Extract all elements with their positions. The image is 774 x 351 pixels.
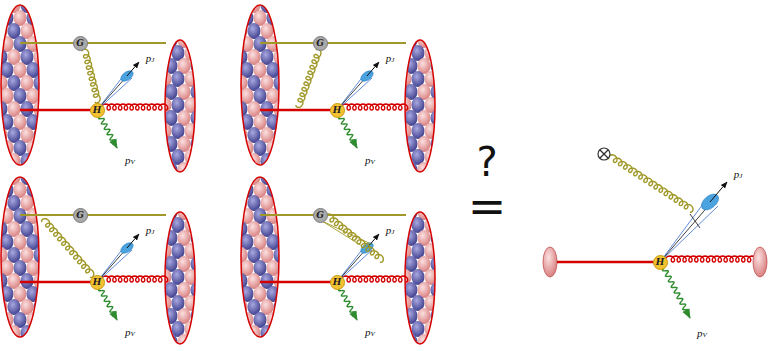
vertex-label: H [656, 258, 665, 267]
ellipse-shape [543, 247, 557, 277]
glauber-vertex: G [73, 36, 88, 51]
hard-vertex: H [90, 275, 105, 290]
momentum-label: pJ [145, 53, 156, 64]
vertex-label: G [316, 211, 324, 220]
hard-vertex: H [330, 103, 345, 118]
vertex-label: G [316, 39, 324, 48]
line-shape [710, 182, 727, 202]
use-shape [235, 169, 444, 350]
gluon-stroke [325, 214, 383, 262]
line-shape [660, 204, 703, 262]
use-shape [235, 0, 444, 178]
vertex-label: H [333, 278, 342, 287]
hard-vertex: H [90, 103, 105, 118]
gluon-stroke [665, 256, 756, 262]
momentum-label: pV [364, 155, 376, 166]
vertex-label: H [333, 106, 342, 115]
glauber-vertex: G [313, 36, 328, 51]
momentum-label: pV [696, 328, 708, 339]
glauber-vertex: G [313, 208, 328, 223]
gluon-stroke [42, 219, 94, 278]
vertex-label: G [76, 211, 84, 220]
momentum-label: pV [124, 155, 136, 166]
momentum-label: pV [364, 327, 376, 338]
line-shape [600, 150, 608, 158]
use-shape [0, 169, 204, 350]
line-shape [690, 214, 700, 228]
gluon-connector [82, 49, 100, 103]
vertex-label: H [93, 278, 102, 287]
momentum-label: pJ [145, 225, 156, 236]
use-shape [0, 0, 204, 178]
line-shape [600, 150, 608, 158]
ellipse-shape [753, 247, 767, 277]
hard-vertex: H [330, 275, 345, 290]
momentum-label: pJ [385, 53, 396, 64]
wave-stroke [663, 268, 690, 318]
vertex-label: G [76, 39, 84, 48]
equation-symbol: ? [476, 142, 497, 182]
line-shape [660, 204, 710, 262]
momentum-label: pV [124, 327, 136, 338]
circle-shape [598, 148, 610, 160]
hard-vertex: H [653, 255, 668, 270]
glauber-vertex: G [73, 208, 88, 223]
equation-symbol: = [468, 183, 507, 229]
gluon-stroke [296, 49, 321, 107]
line-shape [557, 261, 654, 264]
vertex-label: H [93, 106, 102, 115]
line-shape [660, 206, 718, 262]
momentum-label: pJ [733, 169, 744, 180]
gluon-stroke [608, 155, 693, 212]
momentum-label: pJ [385, 225, 396, 236]
